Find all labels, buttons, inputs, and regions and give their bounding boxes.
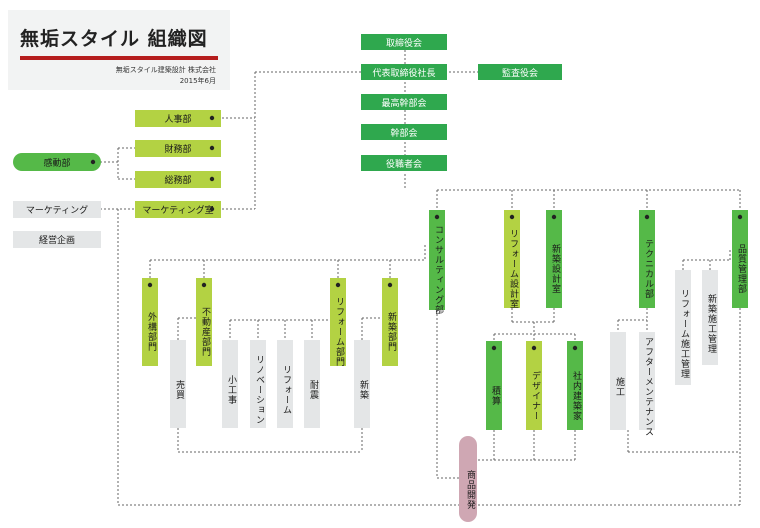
node-reform-task: リフォーム xyxy=(277,340,293,428)
title-card: 無垢スタイル 組織図 無垢スタイル建築設計 株式会社 2015年6月 xyxy=(8,10,230,90)
node-president: 代表取締役社長 xyxy=(361,64,447,80)
node-marketing-office: マーケティング室 xyxy=(135,201,221,218)
node-general-affairs: 総務部 xyxy=(135,171,221,188)
title-underline xyxy=(20,56,218,60)
node-construction: 施工 xyxy=(610,332,626,430)
node-new-task: 新築 xyxy=(354,340,370,428)
node-new-build-unit: 新築部門 xyxy=(382,278,398,366)
node-in-house-architect: 社内建築家 xyxy=(567,341,583,430)
node-planning: 経営企画 xyxy=(13,231,101,248)
node-reform-design: リフォーム設計室 xyxy=(504,210,520,309)
node-hr: 人事部 xyxy=(135,110,221,127)
company-name: 無垢スタイル建築設計 株式会社 xyxy=(115,66,216,74)
node-kando: 感動部 xyxy=(13,153,101,171)
node-reform-unit: リフォーム部門 xyxy=(330,278,346,367)
node-reform-construction-mgmt: リフォーム施工管理 xyxy=(675,270,691,385)
node-renovation: リノベーション xyxy=(250,340,266,428)
node-seismic: 耐震 xyxy=(304,340,320,428)
chart-title: 無垢スタイル 組織図 xyxy=(20,28,208,50)
node-new-construction-mgmt: 新築施工管理 xyxy=(702,270,718,365)
node-auditor: 監査役会 xyxy=(478,64,562,80)
node-officers: 役職者会 xyxy=(361,155,447,171)
node-new-design: 新築設計室 xyxy=(546,210,562,308)
node-executive: 最高幹部会 xyxy=(361,94,447,110)
node-real-estate: 不動産部門 xyxy=(196,278,212,366)
node-small-work: 小工事 xyxy=(222,340,238,428)
node-managers: 幹部会 xyxy=(361,124,447,140)
node-exterior: 外構部門 xyxy=(142,278,158,366)
node-after-maintenance: アフターメンテナンス xyxy=(639,332,655,437)
node-estimation: 積算 xyxy=(486,341,502,430)
node-quality: 品質管理部 xyxy=(732,210,748,308)
node-sales: 売買 xyxy=(170,340,186,428)
chart-date: 2015年6月 xyxy=(179,77,216,85)
node-board: 取締役会 xyxy=(361,34,447,50)
node-product-development: 商品開発 xyxy=(459,436,477,522)
node-consulting: コンサルティング部 xyxy=(429,210,445,315)
node-finance: 財務部 xyxy=(135,140,221,157)
node-designer: デザイナー xyxy=(526,341,542,430)
node-marketing: マーケティング xyxy=(13,201,101,218)
node-technical: テクニカル部 xyxy=(639,210,655,308)
